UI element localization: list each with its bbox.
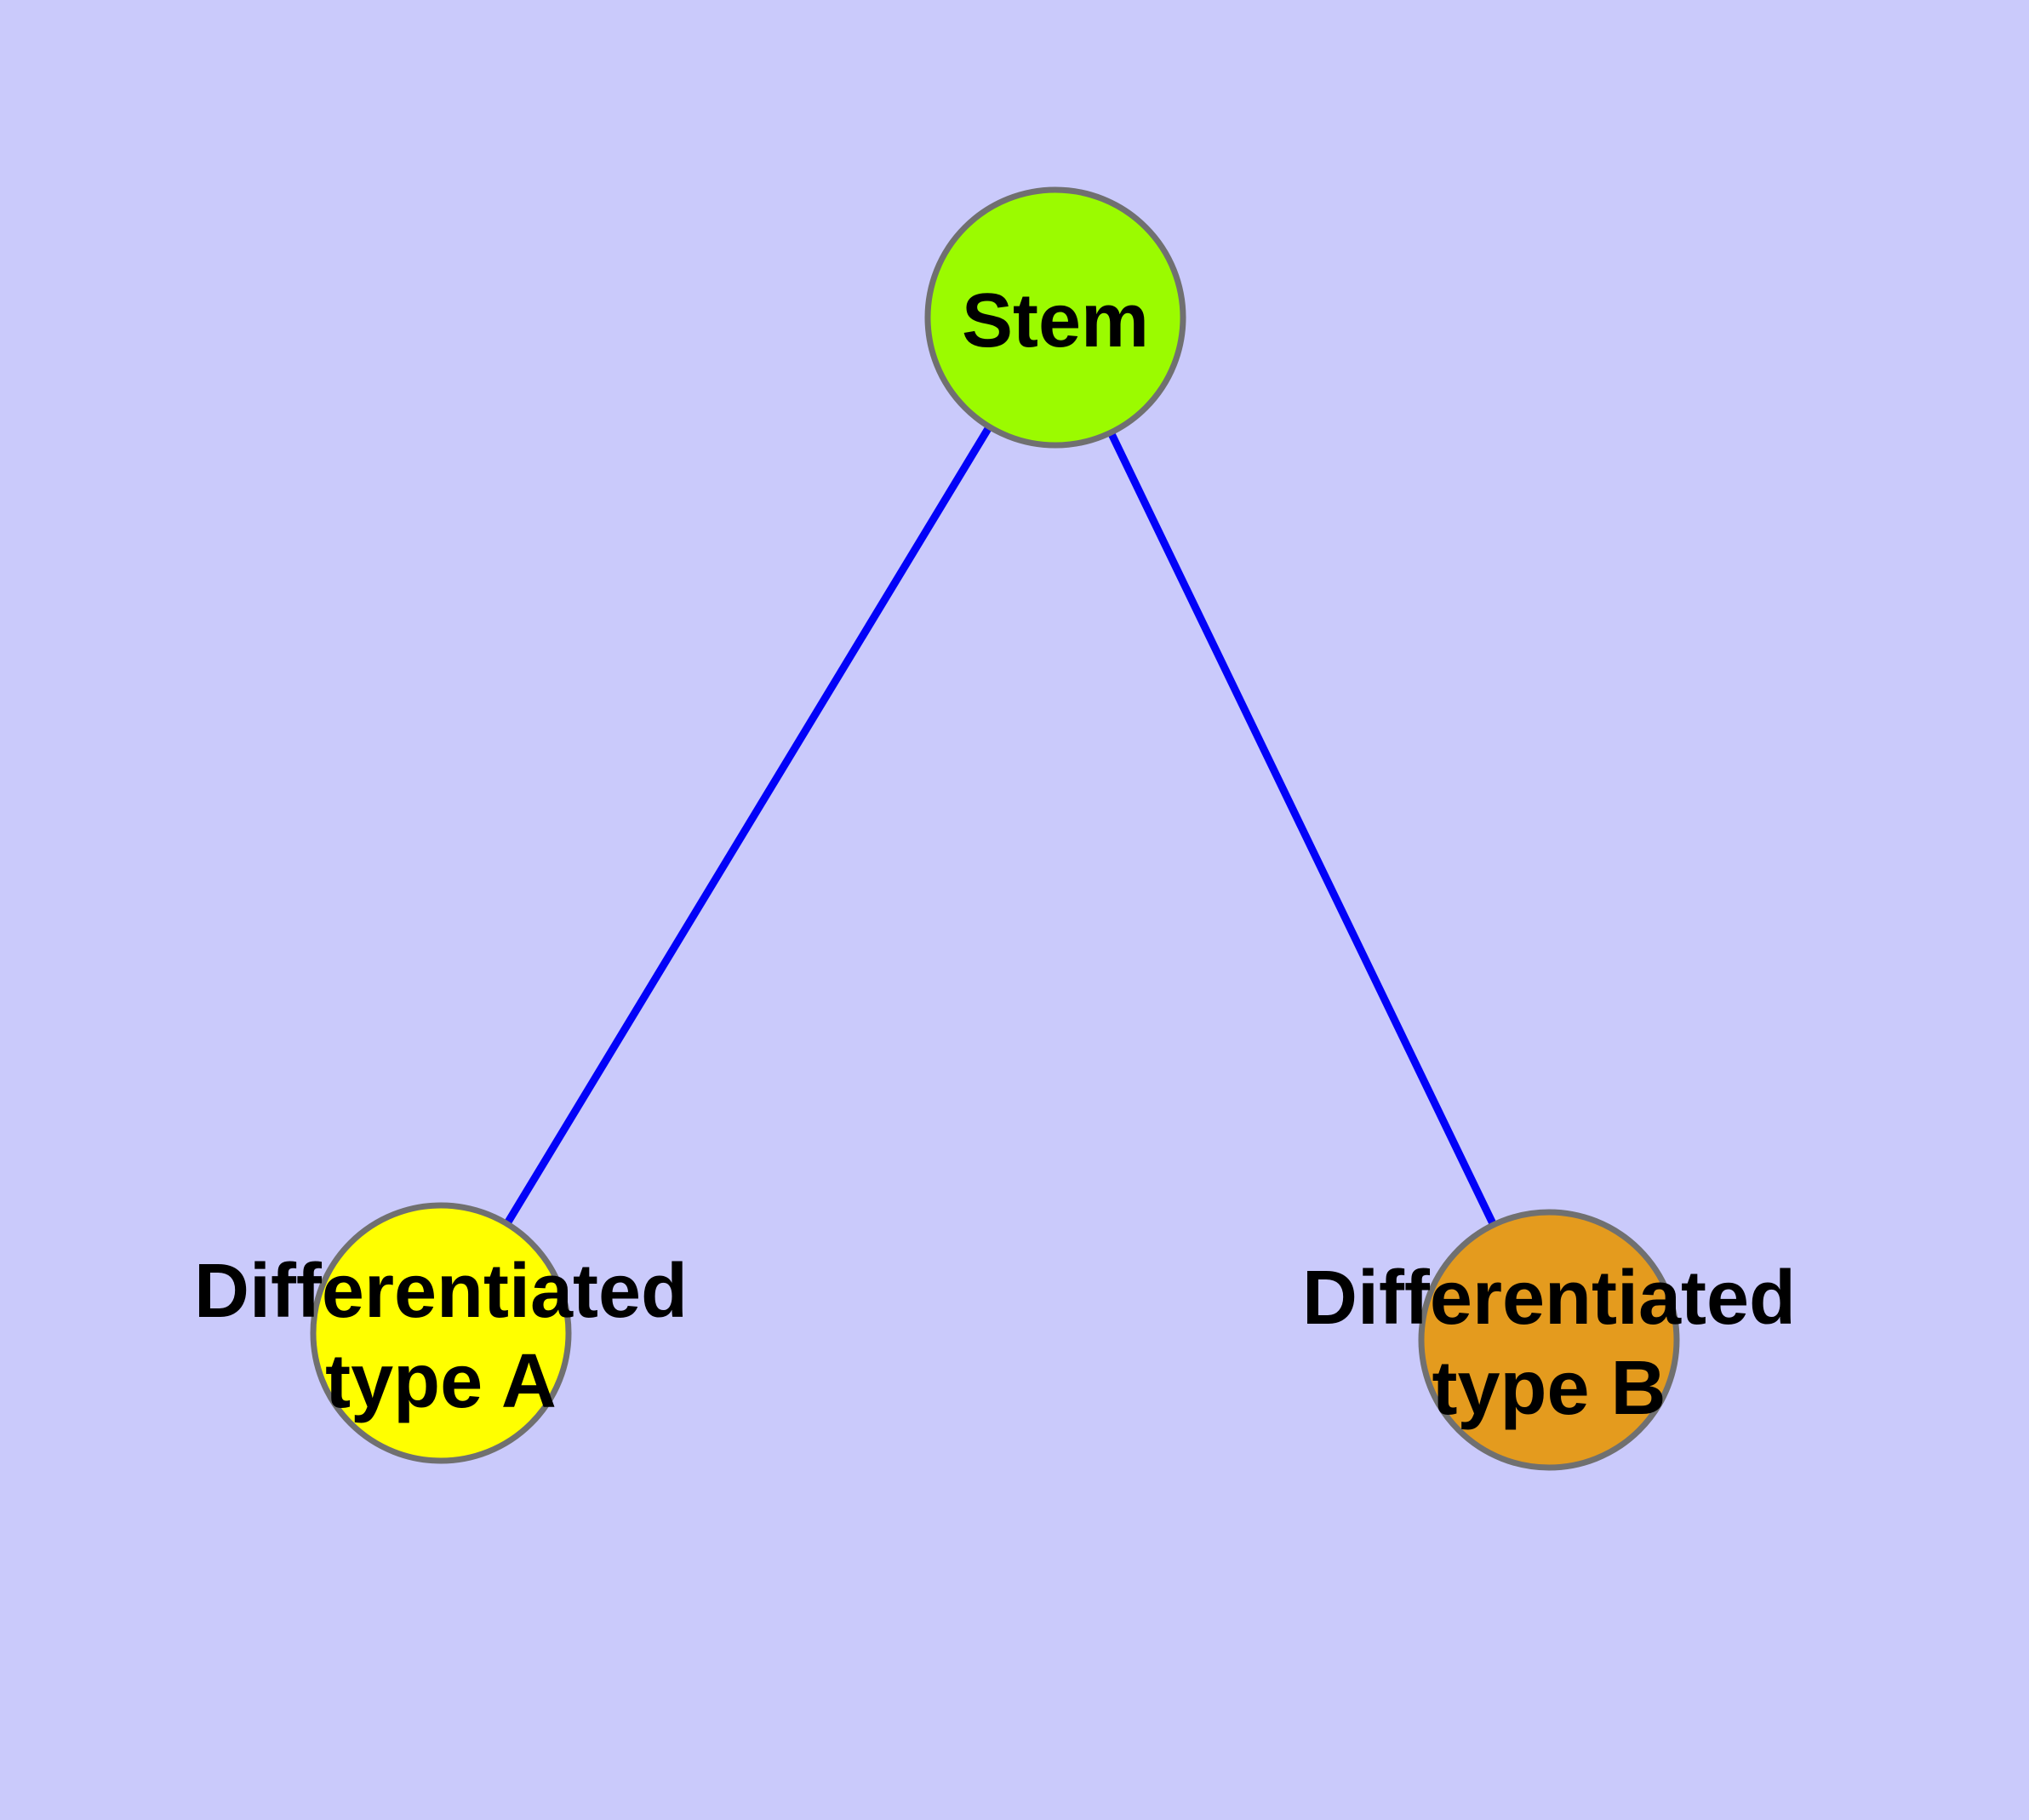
node-differentiated-type-b[interactable] [1418, 1209, 1680, 1471]
node-stem-label: Stem [962, 278, 1149, 363]
node-stem-label-line: Stem [962, 278, 1149, 363]
edge-stem-to-differentiated-type-b [1051, 316, 1553, 1342]
node-stem-circle[interactable] [924, 186, 1186, 449]
node-stem[interactable] [924, 186, 1186, 449]
node-differentiated-type-b-label-line: type B [1432, 1346, 1666, 1431]
node-differentiated-type-a-label-line: Differentiated [194, 1249, 688, 1334]
node-differentiated-type-b-label-line: Differentiated [1302, 1256, 1796, 1341]
node-differentiated-type-a-circle[interactable] [310, 1202, 572, 1464]
node-differentiated-type-a[interactable] [310, 1202, 572, 1464]
node-differentiated-type-b-circle[interactable] [1418, 1209, 1680, 1471]
node-differentiated-type-a-label-line: type A [325, 1339, 557, 1424]
edge-stem-to-differentiated-type-a [437, 315, 1059, 1336]
